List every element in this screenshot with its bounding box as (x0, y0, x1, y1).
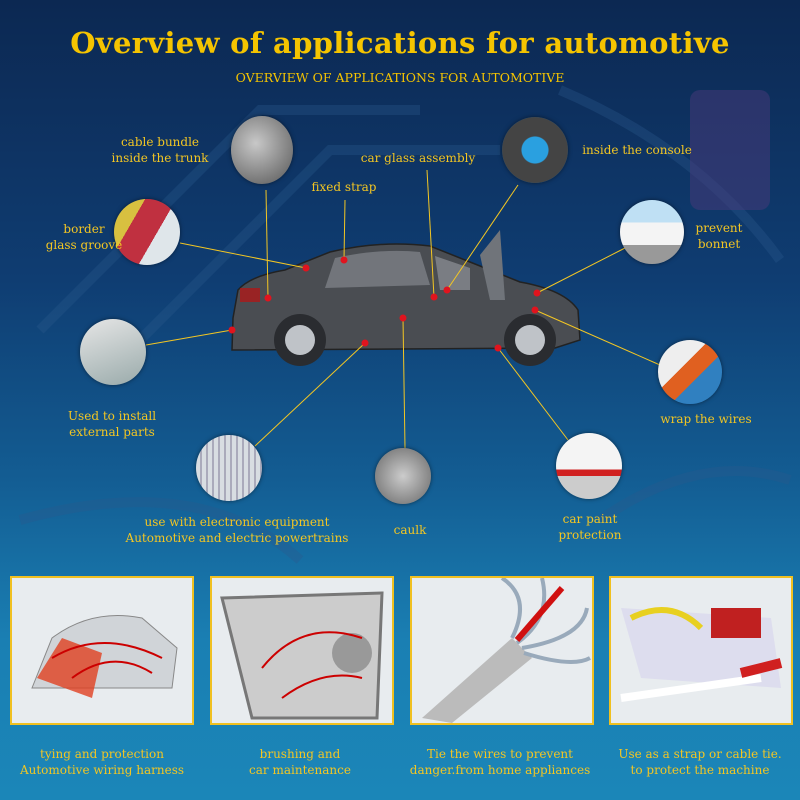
wrap-wires-photo (658, 340, 722, 404)
caulk-photo (375, 448, 431, 504)
glass-groove-photo (114, 199, 180, 265)
trunk-cable-photo (231, 116, 293, 184)
label-console: inside the console (582, 143, 692, 157)
panel-wiring-harness (10, 576, 194, 725)
bonnet-photo (620, 200, 684, 264)
external-parts-photo (80, 319, 146, 385)
electronic-foam-photo (196, 435, 262, 501)
paint-protection-photo (556, 433, 622, 499)
label-fixed-strap: fixed strap (311, 180, 377, 194)
page-subtitle: OVERVIEW OF APPLICATIONS FOR AUTOMOTIVE (235, 70, 565, 85)
panel-wire-cable (410, 576, 594, 725)
page-title: Overview of applications for automotive (70, 26, 730, 60)
panel-strap (609, 576, 793, 725)
label-caulk: caulk (393, 523, 427, 537)
label-wrap: wrap the wires (660, 412, 752, 426)
panel-caption-strap: Use as a strap or cable tie.to protect t… (618, 747, 782, 777)
panel-car-door (210, 576, 394, 725)
steering-wheel-photo (502, 117, 568, 183)
label-car-glass: car glass assembly (360, 151, 476, 165)
